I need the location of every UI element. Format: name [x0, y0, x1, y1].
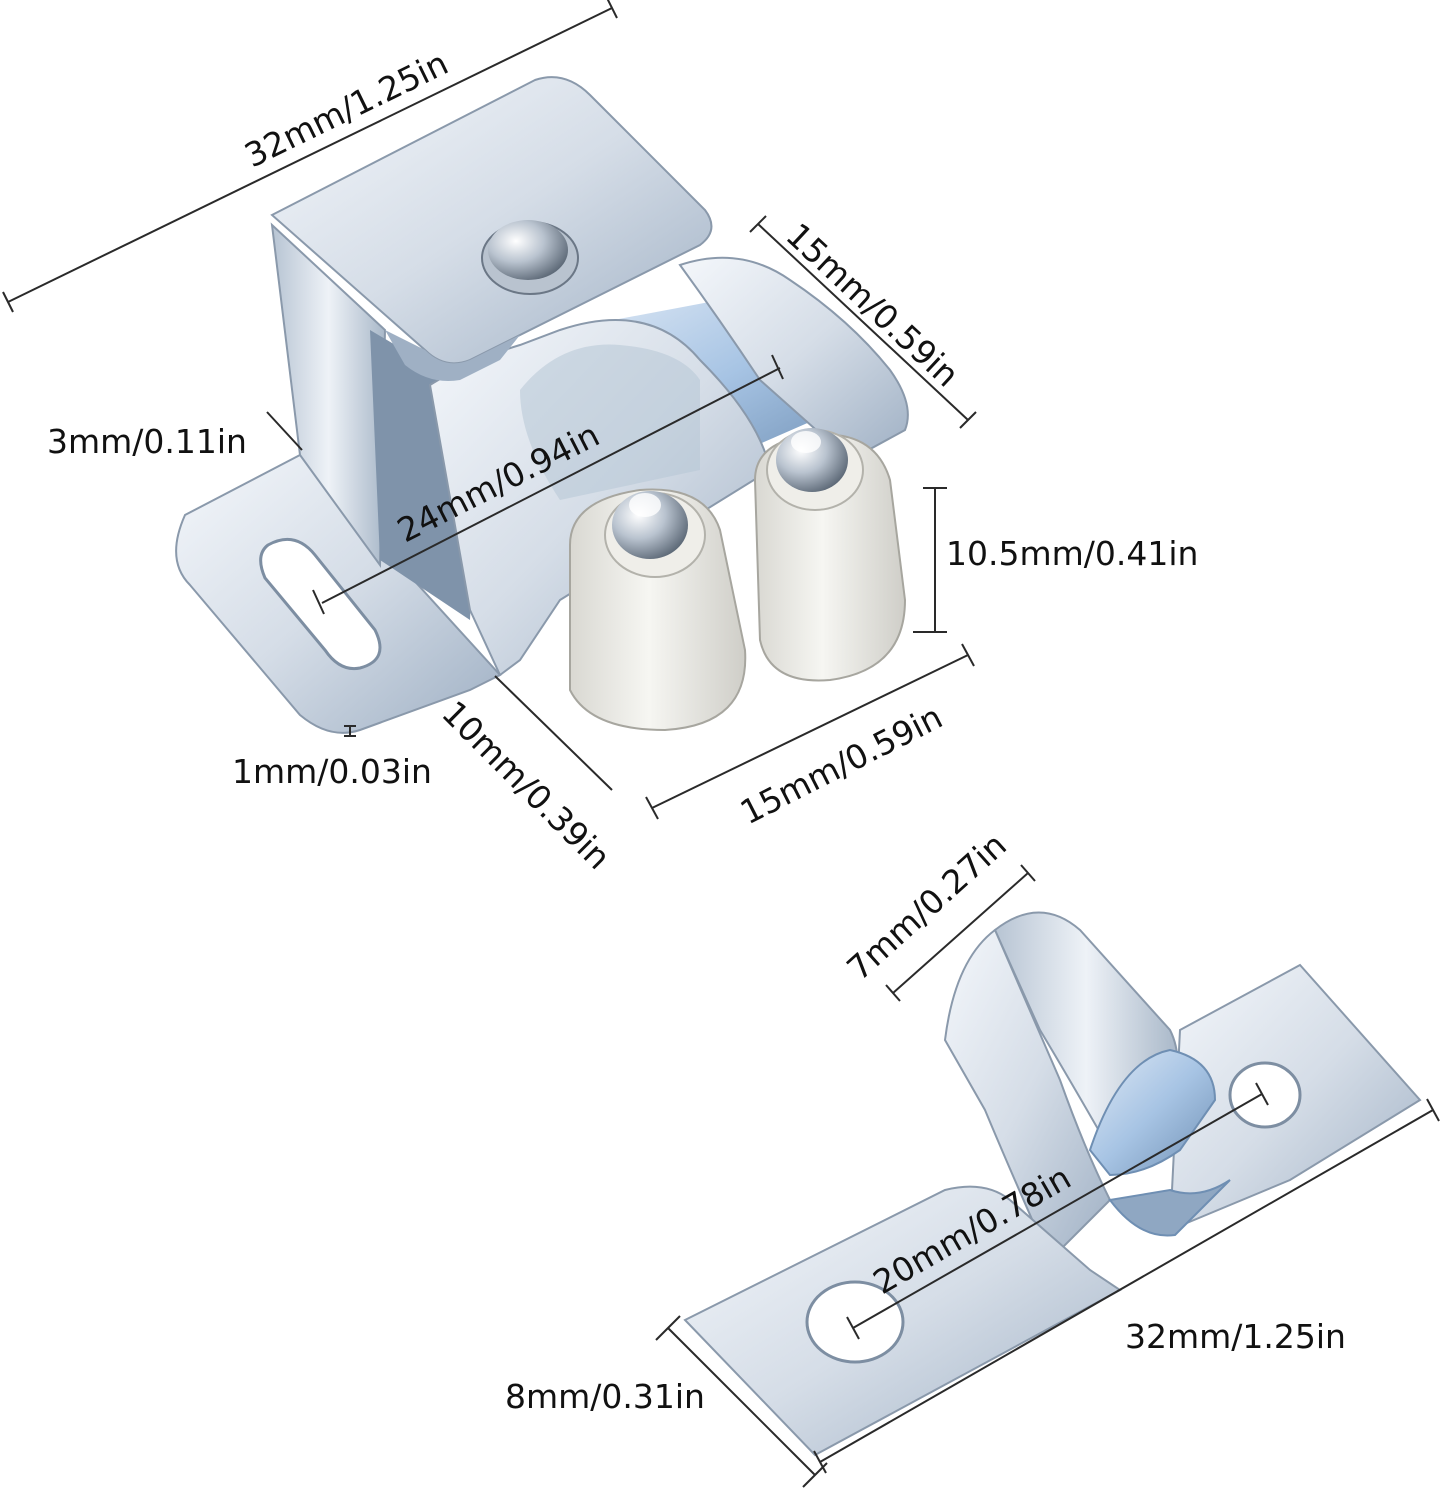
label-strike-width: 8mm/0.31in	[505, 1377, 705, 1416]
roller-catch-body-icon	[175, 76, 909, 734]
label-strike-length: 32mm/1.25in	[1125, 1317, 1346, 1356]
strike-hole-right-icon	[1228, 1061, 1302, 1129]
label-catch-flange-gap: 3mm/0.11in	[47, 422, 247, 461]
roller-left-icon	[569, 488, 747, 732]
strike-plate-icon	[683, 911, 1422, 1457]
roller-right-icon	[753, 428, 907, 682]
strike-hole-left-icon	[805, 1280, 905, 1364]
label-catch-flange-depth: 10mm/0.39in	[434, 693, 618, 877]
top-rivet-icon	[481, 220, 579, 295]
label-catch-thickness: 1mm/0.03in	[232, 752, 432, 791]
label-catch-roller-height: 10.5mm/0.41in	[946, 534, 1198, 573]
